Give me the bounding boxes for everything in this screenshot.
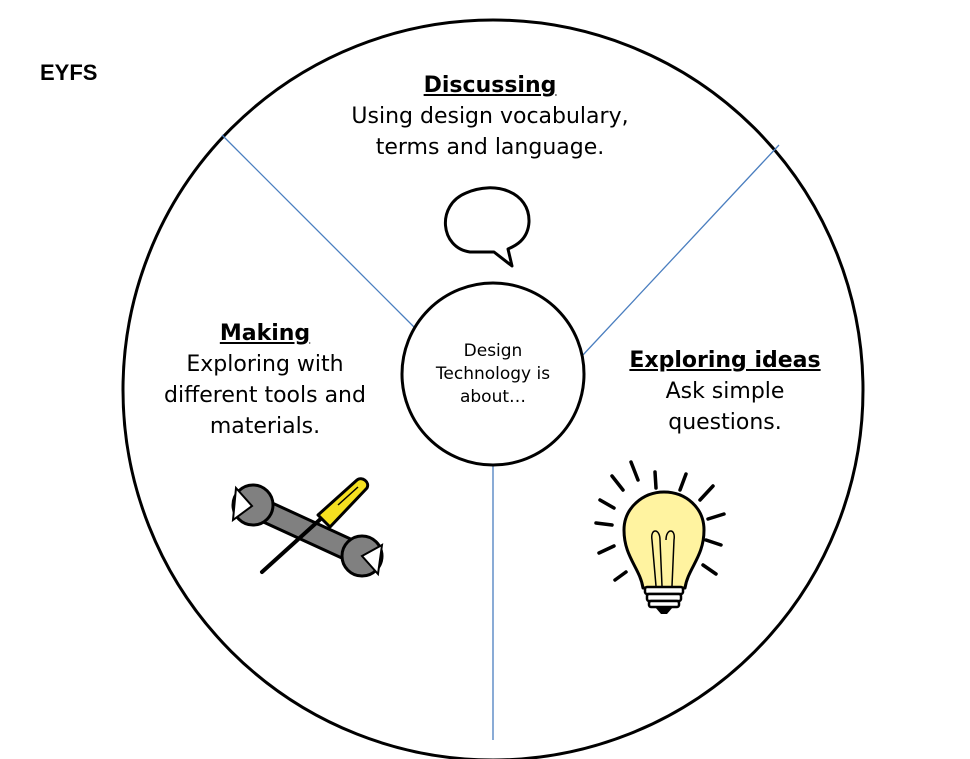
segment-desc-line: different tools and bbox=[164, 383, 366, 408]
lightbulb-icon bbox=[594, 460, 726, 614]
center-label: Design Technology is about… bbox=[418, 340, 568, 409]
segment-desc-line: Using design vocabulary, bbox=[351, 104, 629, 129]
speech-bubble-icon bbox=[443, 186, 531, 268]
divider-left bbox=[221, 134, 416, 329]
segment-title: Exploring ideas bbox=[629, 348, 821, 373]
center-label-line: Design bbox=[463, 341, 523, 361]
segment-exploring-ideas: Exploring ideas Ask simple questions. bbox=[600, 345, 850, 438]
segment-desc-line: materials. bbox=[209, 414, 321, 439]
segment-discussing: Discussing Using design vocabulary, term… bbox=[300, 70, 680, 163]
segment-desc-line: questions. bbox=[668, 410, 782, 435]
center-label-line: about… bbox=[459, 387, 527, 407]
center-label-line: Technology is bbox=[435, 364, 551, 384]
divider-right bbox=[581, 144, 780, 357]
segment-title: Making bbox=[219, 321, 311, 346]
wrench-screwdriver-icon bbox=[231, 477, 384, 578]
segment-title: Discussing bbox=[423, 73, 557, 98]
outer-circle bbox=[121, 18, 865, 759]
center-circle bbox=[400, 281, 586, 467]
stage-label: EYFS bbox=[40, 60, 98, 85]
segment-desc-line: Ask simple bbox=[665, 379, 785, 404]
segment-desc-line: terms and language. bbox=[375, 135, 605, 160]
segment-desc-line: Exploring with bbox=[186, 352, 344, 377]
segment-making: Making Exploring with different tools an… bbox=[130, 318, 400, 442]
